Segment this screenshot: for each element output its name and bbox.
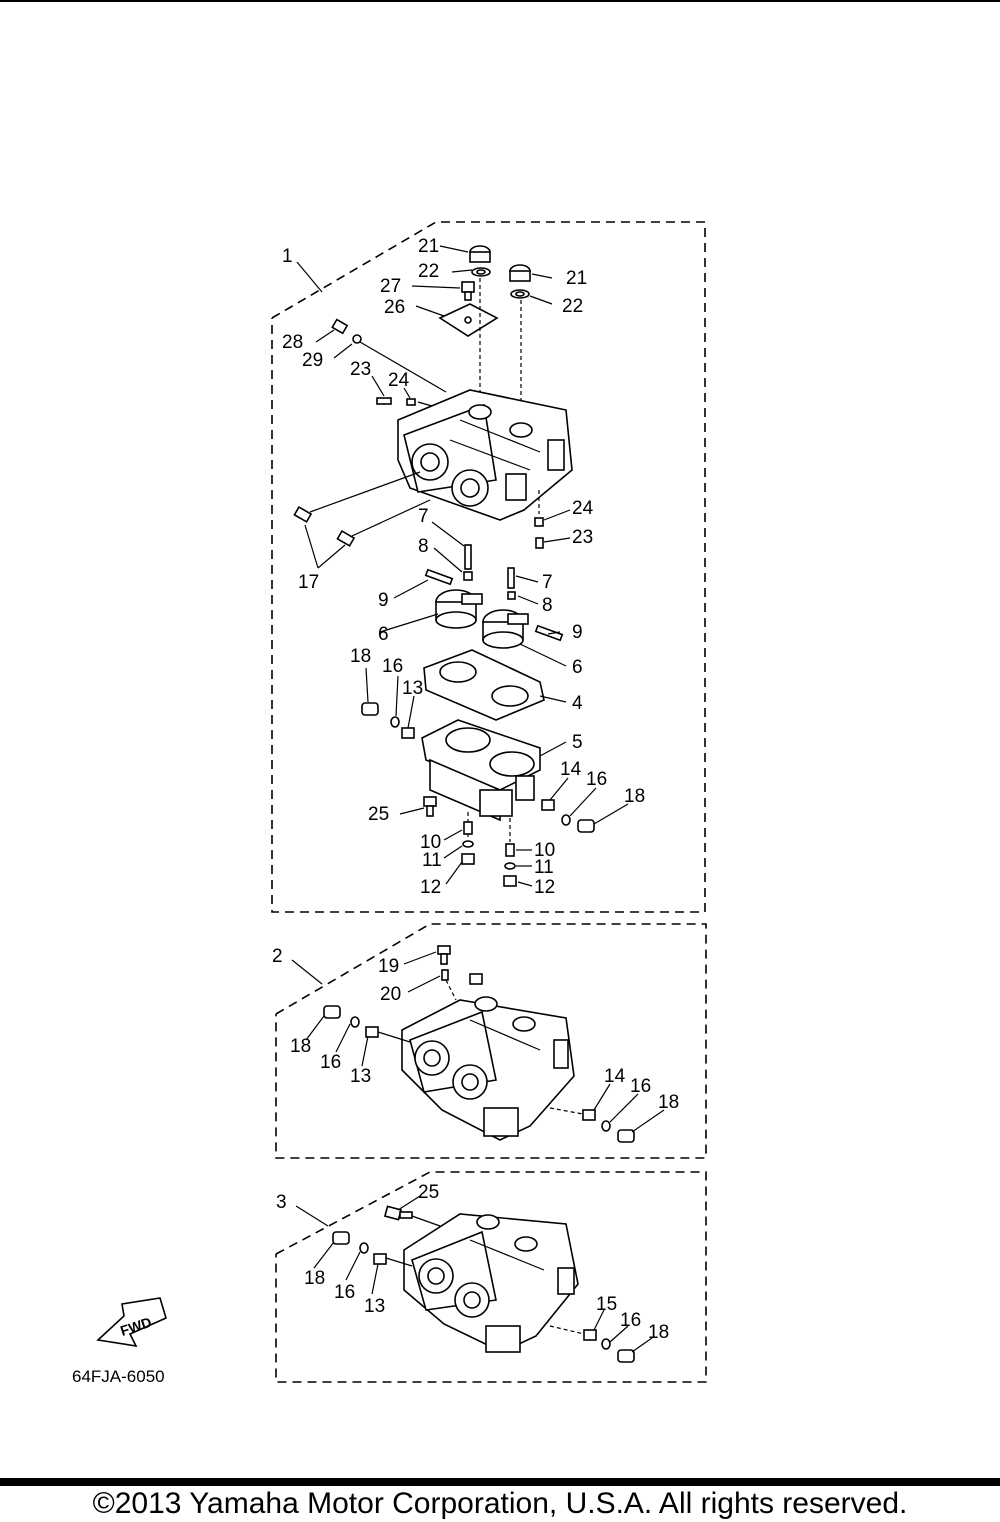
callout-7: 7 — [542, 572, 553, 593]
callout-20: 20 — [380, 984, 401, 1005]
pilot-screw[interactable] — [331, 318, 362, 344]
callout-9: 9 — [378, 590, 389, 611]
callout-10: 10 — [420, 832, 441, 853]
float-chamber[interactable] — [421, 719, 541, 822]
callout-21: 21 — [418, 236, 439, 257]
callout-24: 24 — [388, 370, 410, 391]
callout-8: 8 — [542, 595, 553, 616]
callout-12: 12 — [420, 877, 441, 898]
drain-screw-assembly-left[interactable] — [361, 702, 415, 739]
callout-16: 16 — [320, 1052, 341, 1073]
callout-25: 25 — [418, 1182, 439, 1203]
callout-16: 16 — [382, 656, 403, 677]
callout-17: 17 — [298, 572, 319, 593]
group2-kit-outline — [275, 923, 707, 1159]
footer-bar — [0, 1478, 1000, 1486]
callout-3: 3 — [276, 1192, 287, 1213]
callout-19: 19 — [378, 956, 399, 977]
needle-valve-left[interactable] — [463, 544, 473, 581]
carburetor-body-upper[interactable] — [397, 389, 573, 521]
drain-screw-assembly-g2-right[interactable] — [582, 1109, 635, 1143]
callout-6: 6 — [572, 657, 583, 678]
callout-9: 9 — [572, 622, 583, 643]
drain-screw-assembly-g3-left[interactable] — [332, 1231, 387, 1265]
fwd-arrow-icon: FWD — [96, 1297, 167, 1348]
callout-16: 16 — [334, 1282, 355, 1303]
drawing-code: 64FJA-6050 — [72, 1367, 165, 1386]
drain-screw-assembly-g3-right[interactable] — [583, 1329, 635, 1363]
callout-4: 4 — [572, 693, 583, 714]
carburetor-body-middle[interactable] — [401, 973, 575, 1141]
screw-25[interactable] — [423, 796, 437, 817]
callout-7: 7 — [418, 506, 429, 527]
callout-21: 21 — [566, 268, 587, 289]
plate-screw[interactable] — [461, 281, 475, 301]
needle-valve-right[interactable] — [507, 567, 516, 600]
callout-28: 28 — [282, 332, 303, 353]
float-left[interactable] — [435, 589, 483, 629]
callout-27: 27 — [380, 276, 401, 297]
callout-24: 24 — [572, 498, 594, 519]
callout-5: 5 — [572, 732, 583, 753]
drain-screw-assembly-right[interactable] — [541, 799, 595, 833]
callout-13: 13 — [402, 678, 423, 699]
callout-16: 16 — [586, 769, 607, 790]
screw-25-g3[interactable] — [383, 1205, 413, 1221]
callout-14: 14 — [604, 1066, 626, 1087]
callout-13: 13 — [364, 1296, 385, 1317]
group1-callouts: 1 21 22 21 22 27 26 28 29 23 24 24 23 17… — [282, 236, 645, 898]
callout-18: 18 — [350, 646, 371, 667]
callout-18: 18 — [304, 1268, 325, 1289]
callout-1: 1 — [282, 246, 293, 267]
callout-23: 23 — [572, 527, 593, 548]
float-right[interactable] — [482, 609, 529, 649]
copyright-notice: ©2013 Yamaha Motor Corporation, U.S.A. A… — [92, 1487, 908, 1520]
group2-callouts: 2 19 20 18 16 13 14 16 18 — [272, 946, 679, 1113]
float-chamber-plug-right[interactable] — [509, 264, 531, 299]
group1-kit-outline — [271, 221, 706, 913]
float-pins[interactable] — [424, 568, 564, 642]
float-chamber-gasket[interactable] — [423, 649, 545, 721]
callout-11: 11 — [422, 850, 442, 871]
callout-14: 14 — [560, 759, 582, 780]
callout-18: 18 — [624, 786, 645, 807]
throttle-stop-screw-right[interactable] — [534, 517, 544, 549]
throttle-stop-screw-left[interactable] — [376, 397, 416, 406]
callout-12: 12 — [534, 877, 555, 898]
callout-26: 26 — [384, 297, 405, 318]
group3-kit-outline — [275, 1171, 707, 1383]
callout-23: 23 — [350, 359, 371, 380]
callout-18: 18 — [648, 1322, 669, 1343]
callout-8: 8 — [418, 536, 429, 557]
float-chamber-plug-left[interactable] — [469, 245, 491, 277]
drain-screw-assembly-g2-left[interactable] — [323, 1005, 379, 1038]
callout-10: 10 — [534, 840, 555, 861]
main-jet-assembly-right[interactable] — [503, 843, 517, 887]
callout-15: 15 — [596, 1294, 617, 1315]
drain-plugs[interactable] — [293, 505, 356, 547]
top-rule — [0, 0, 1000, 2]
callout-22: 22 — [418, 261, 439, 282]
callout-16: 16 — [630, 1076, 651, 1097]
callout-11: 11 — [534, 857, 554, 878]
main-jet-assembly-left[interactable] — [461, 821, 475, 865]
callout-29: 29 — [302, 350, 323, 371]
carburetor-body-lower[interactable] — [403, 1213, 579, 1353]
callout-6: 6 — [378, 624, 389, 645]
callout-22: 22 — [562, 296, 583, 317]
cover-plate[interactable] — [438, 303, 499, 337]
callout-16: 16 — [620, 1310, 641, 1331]
callout-18: 18 — [290, 1036, 311, 1057]
callout-25: 25 — [368, 804, 389, 825]
group3-callouts: 3 25 18 16 13 15 16 18 — [276, 1182, 669, 1343]
callout-18: 18 — [658, 1092, 679, 1113]
callout-2: 2 — [272, 946, 283, 967]
screw-19-20[interactable] — [437, 945, 451, 981]
callout-13: 13 — [350, 1066, 371, 1087]
